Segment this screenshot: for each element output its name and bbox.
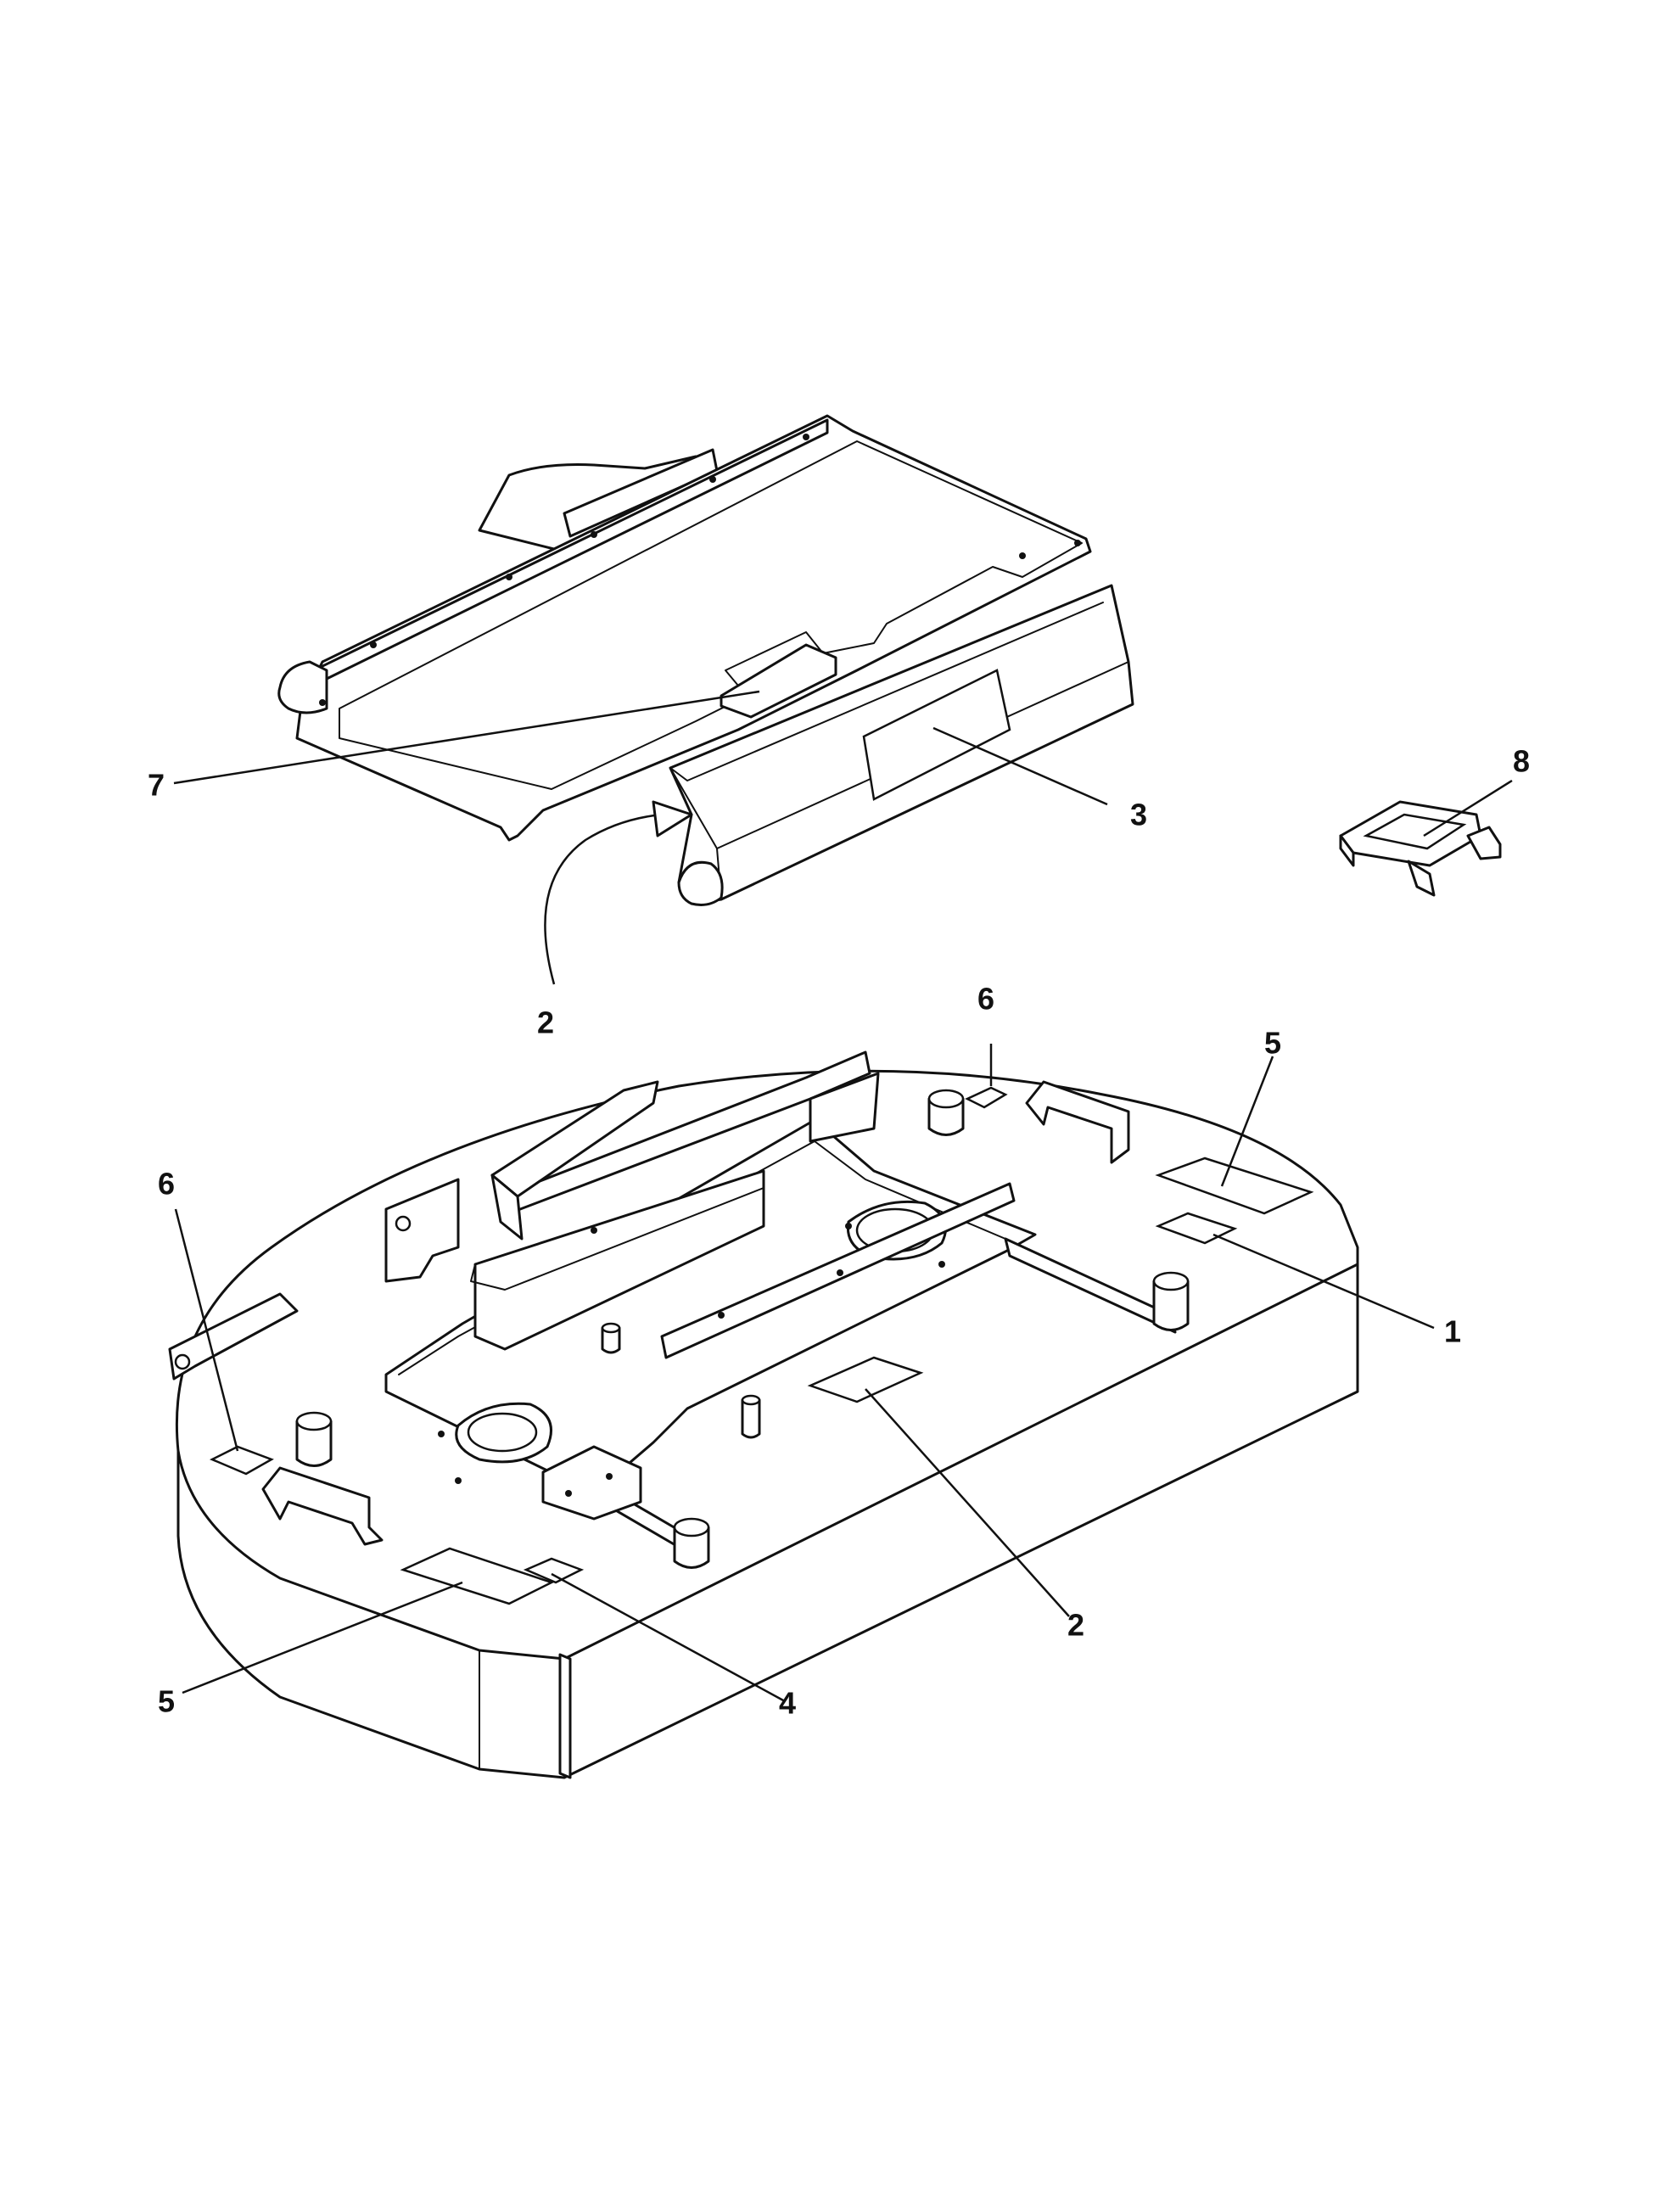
decal-4: [523, 1557, 585, 1584]
decal-6-left: [210, 1445, 274, 1476]
decal-5-right: [1155, 1157, 1314, 1215]
callout-6-left: 6: [158, 1167, 175, 1201]
callout-7: 7: [148, 768, 165, 803]
leader-lines: [173, 690, 1513, 1703]
callout-4: 4: [779, 1686, 796, 1721]
bracket-part: [1339, 800, 1502, 897]
decal-6-right: [965, 1086, 1008, 1109]
bushing-posts: [295, 1089, 1190, 1569]
callout-3: 3: [1130, 798, 1147, 832]
callout-labels: 1 2 2 3 4 5 5 6 6 7 8: [148, 744, 1530, 1721]
callout-5-left: 5: [158, 1684, 175, 1719]
callout-1: 1: [1444, 1314, 1461, 1349]
deck-assembly: [168, 1050, 1359, 1779]
arrow-head: [652, 800, 693, 837]
hood-tray-assembly: [277, 414, 1134, 906]
decal-5-left: [400, 1547, 555, 1605]
callout-8: 8: [1513, 744, 1530, 779]
rear-right-handle: [1025, 1080, 1130, 1164]
callout-5-right: 5: [1264, 1026, 1281, 1061]
callout-2-lower: 2: [1067, 1608, 1084, 1643]
callout-2-upper: 2: [537, 1005, 554, 1040]
callout-6-right: 6: [977, 982, 994, 1017]
install-arrow: [544, 813, 663, 985]
front-left-handle: [261, 1466, 384, 1546]
decal-2: [807, 1356, 924, 1403]
